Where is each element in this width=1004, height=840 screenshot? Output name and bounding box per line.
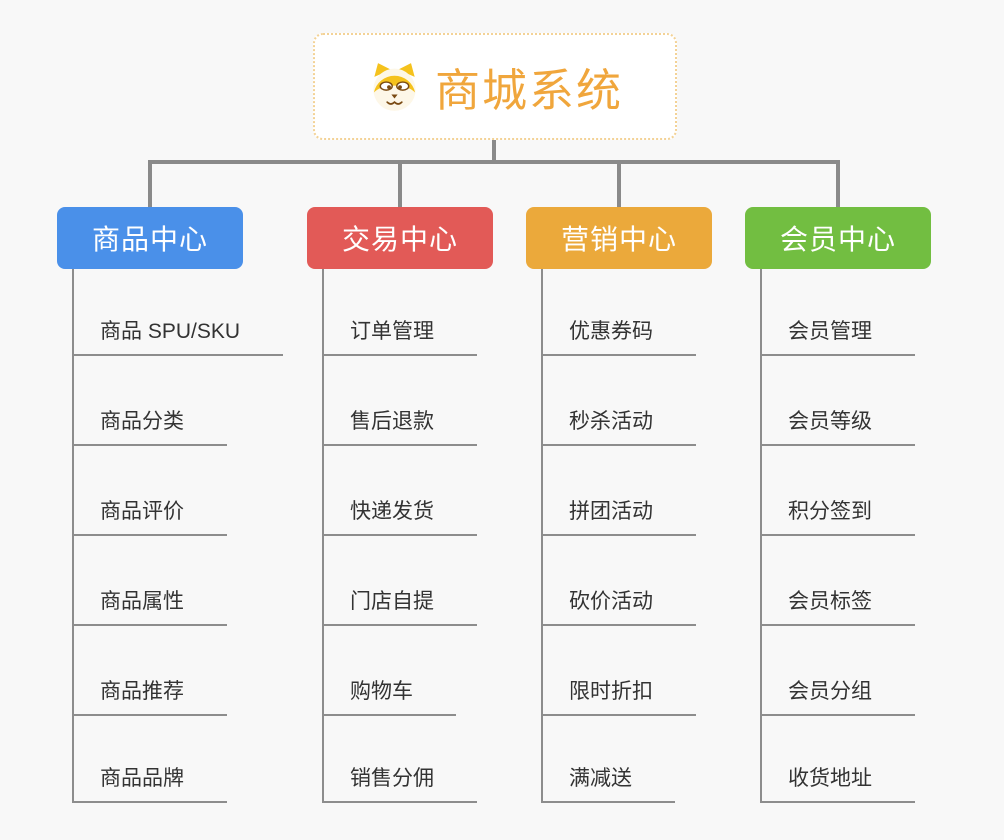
leaf-node[interactable]: 销售分佣 [323, 766, 477, 803]
branch-box-member-center[interactable]: 会员中心 [745, 207, 931, 269]
leaf-node[interactable]: 快递发货 [323, 499, 477, 536]
leaf-node[interactable]: 会员分组 [761, 679, 915, 716]
connector-bus [148, 160, 840, 164]
branch-vline [760, 269, 762, 803]
leaf-node[interactable]: 会员等级 [761, 409, 915, 446]
branch-box-trade-center[interactable]: 交易中心 [307, 207, 493, 269]
branch-items: 商品 SPU/SKU 商品分类 商品评价 商品属性 商品推荐 商品品牌 [57, 269, 317, 814]
leaf-node[interactable]: 优惠券码 [542, 319, 696, 356]
shiba-dog-icon [373, 62, 416, 111]
branch-marketing-center: 营销中心 优惠券码 秒杀活动 拼团活动 砍价活动 限时折扣 满减送 [526, 207, 786, 817]
branch-product-center: 商品中心 商品 SPU/SKU 商品分类 商品评价 商品属性 商品推荐 商品品牌 [57, 207, 317, 817]
leaf-node[interactable]: 门店自提 [323, 589, 477, 626]
branch-vline [322, 269, 324, 803]
leaf-node[interactable]: 售后退款 [323, 409, 477, 446]
leaf-node[interactable]: 秒杀活动 [542, 409, 696, 446]
leaf-node[interactable]: 会员标签 [761, 589, 915, 626]
leaf-node[interactable]: 商品分类 [73, 409, 227, 446]
leaf-node[interactable]: 商品属性 [73, 589, 227, 626]
leaf-node[interactable]: 购物车 [323, 679, 456, 716]
leaf-node[interactable]: 会员管理 [761, 319, 915, 356]
branch-vline [541, 269, 543, 803]
connector-stem [492, 140, 496, 164]
leaf-node[interactable]: 商品 SPU/SKU [73, 319, 284, 356]
connector-drop [836, 160, 840, 207]
leaf-node[interactable]: 商品品牌 [73, 766, 227, 803]
branch-trade-center: 交易中心 订单管理 售后退款 快递发货 门店自提 购物车 销售分佣 [307, 207, 567, 817]
connector-drop [398, 160, 402, 207]
branch-member-center: 会员中心 会员管理 会员等级 积分签到 会员标签 会员分组 收货地址 [745, 207, 1004, 817]
branch-items: 订单管理 售后退款 快递发货 门店自提 购物车 销售分佣 [307, 269, 567, 814]
leaf-node[interactable]: 商品评价 [73, 499, 227, 536]
leaf-node[interactable]: 订单管理 [323, 319, 477, 356]
branch-box-marketing-center[interactable]: 营销中心 [526, 207, 712, 269]
leaf-node[interactable]: 商品推荐 [73, 679, 227, 716]
branch-items: 会员管理 会员等级 积分签到 会员标签 会员分组 收货地址 [745, 269, 1004, 814]
root-node[interactable]: 商城系统 [313, 33, 677, 140]
leaf-node[interactable]: 限时折扣 [542, 679, 696, 716]
leaf-node[interactable]: 砍价活动 [542, 589, 696, 626]
branch-box-product-center[interactable]: 商品中心 [57, 207, 243, 269]
leaf-node[interactable]: 拼团活动 [542, 499, 696, 536]
branch-items: 优惠券码 秒杀活动 拼团活动 砍价活动 限时折扣 满减送 [526, 269, 786, 814]
leaf-node[interactable]: 满减送 [542, 766, 675, 803]
leaf-node[interactable]: 积分签到 [761, 499, 915, 536]
connector-drop [148, 160, 152, 207]
root-title: 商城系统 [434, 65, 623, 116]
connector-drop [617, 160, 621, 207]
branch-vline [72, 269, 74, 803]
leaf-node[interactable]: 收货地址 [761, 766, 915, 803]
